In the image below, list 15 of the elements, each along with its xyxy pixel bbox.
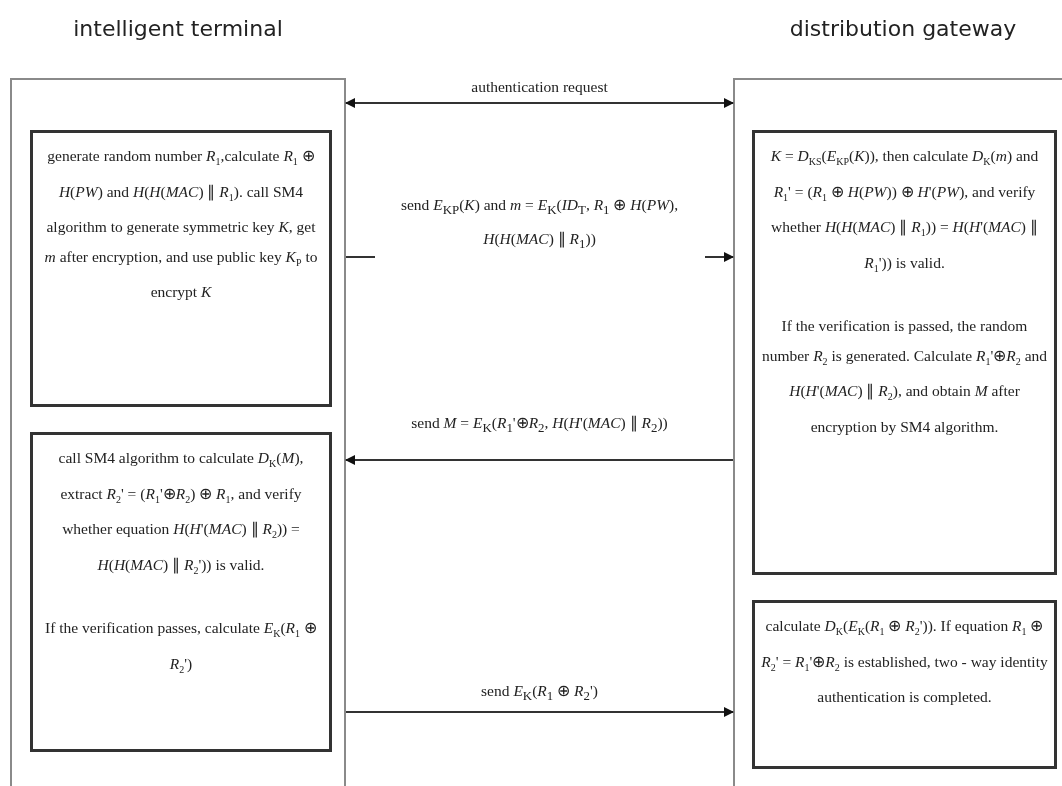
lane-heading: distribution gateway [789,16,1017,41]
process-box [752,130,1057,575]
process-box [30,130,332,407]
process-text: K = D$_{KS}$(E$_{KP}$(K)), then calculate D$_{K}$(m) and R$_{1}$' = (R$_{1}$ ⊕ H(PW)) ⊕ H'(PW), and verify whether H(H(MAC) ∥ R$_{1}$)) = H(H'(MAC) ∥ R$_{1}$')) is valid. [769,146,1040,276]
message-arrow [345,707,734,717]
process-box [752,600,1057,769]
process-text: generate random number R$_{1}$,calculate R$_{1}$ ⊕ H(PW) and H(H(MAC) ∥ R$_{1}$). call SM4 algorithm to generate symmetric key K, get m after encryption, and use public key K$_{P}$ to encrypt K [43,146,319,303]
process-text: call SM4 algorithm to calculate D$_{K}$(M), extract R$_{2}$' = (R$_{1}$'⊕R$_{2}$) ⊕ R$_{1}$, and verify whether equation H(H'(MAC) ∥ R$_{2}$)) = H(H(MAC) ∥ R$_{2}$')) is valid. [57,448,305,578]
process-text: calculate D$_{K}$(E$_{K}$(R$_{1}$ ⊕ R$_{2}$')). If equation R$_{1}$ ⊕ R$_{2}$' = R$_{1}$'⊕R$_{2}$ is established, two - way identity authentication is completed. [761,616,1048,708]
process-text: If the verification is passed, the random number R$_{2}$ is generated. Calculate R$_{1}$'⊕R$_{2}$ and H(H'(MAC) ∥ R$_{2}$), and obtain M after encryption by SM4 algorithm. [761,316,1048,438]
message-arrow [345,98,734,108]
lane-heading: intelligent terminal [73,16,283,41]
message-arrow [345,455,734,465]
process-text: If the verification passes, calculate E$_{K}$(R$_{1}$ ⊕ R$_{2}$') [44,618,318,678]
process-box [30,432,332,752]
